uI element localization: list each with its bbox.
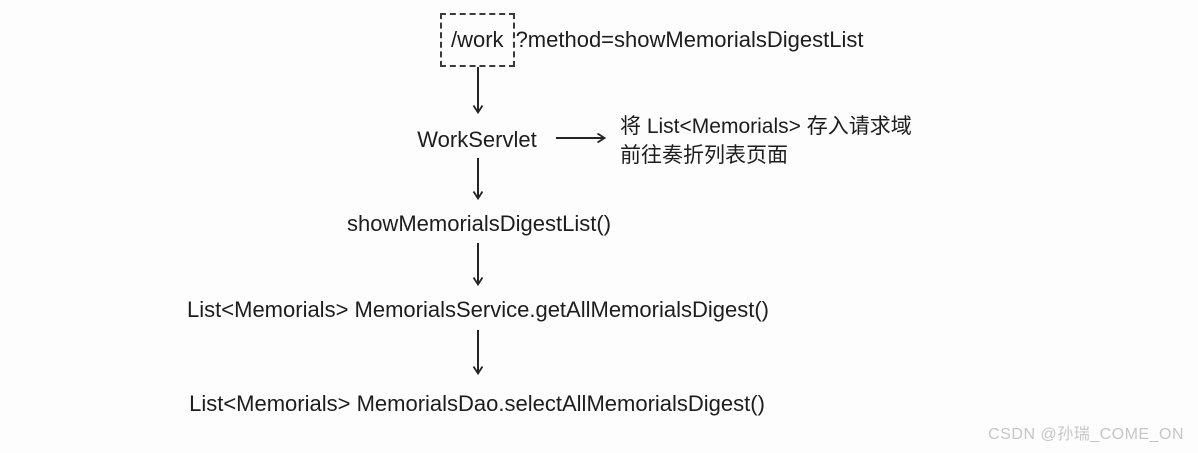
annotation-line-2: 前往奏折列表页面 — [620, 144, 788, 167]
query-string-label: ?method=showMemorialsDigestList — [515, 27, 864, 52]
annotation-line-1: 将 List<Memorials> 存入请求域 — [620, 115, 912, 138]
work-path-box: /work — [440, 13, 515, 67]
controller-method-node: showMemorialsDigestList() — [347, 211, 611, 237]
work-path-label: /work — [451, 27, 504, 52]
csdn-watermark: CSDN @孙瑞_COME_ON — [988, 426, 1184, 443]
servlet-label: WorkServlet — [417, 127, 537, 152]
service-call-label: List<Memorials> MemorialsService.getAllM… — [187, 297, 769, 322]
service-call-node: List<Memorials> MemorialsService.getAllM… — [187, 297, 769, 323]
dao-call-node: List<Memorials> MemorialsDao.selectAllMe… — [189, 391, 765, 417]
servlet-node: WorkServlet — [417, 127, 536, 153]
controller-method-label: showMemorialsDigestList() — [346, 211, 612, 236]
request-url-node: /work ?method=showMemorialsDigestList — [440, 13, 863, 67]
annotation-note: 将 List<Memorials> 存入请求域 前往奏折列表页面 — [620, 112, 912, 170]
dao-call-label: List<Memorials> MemorialsDao.selectAllMe… — [189, 391, 765, 416]
